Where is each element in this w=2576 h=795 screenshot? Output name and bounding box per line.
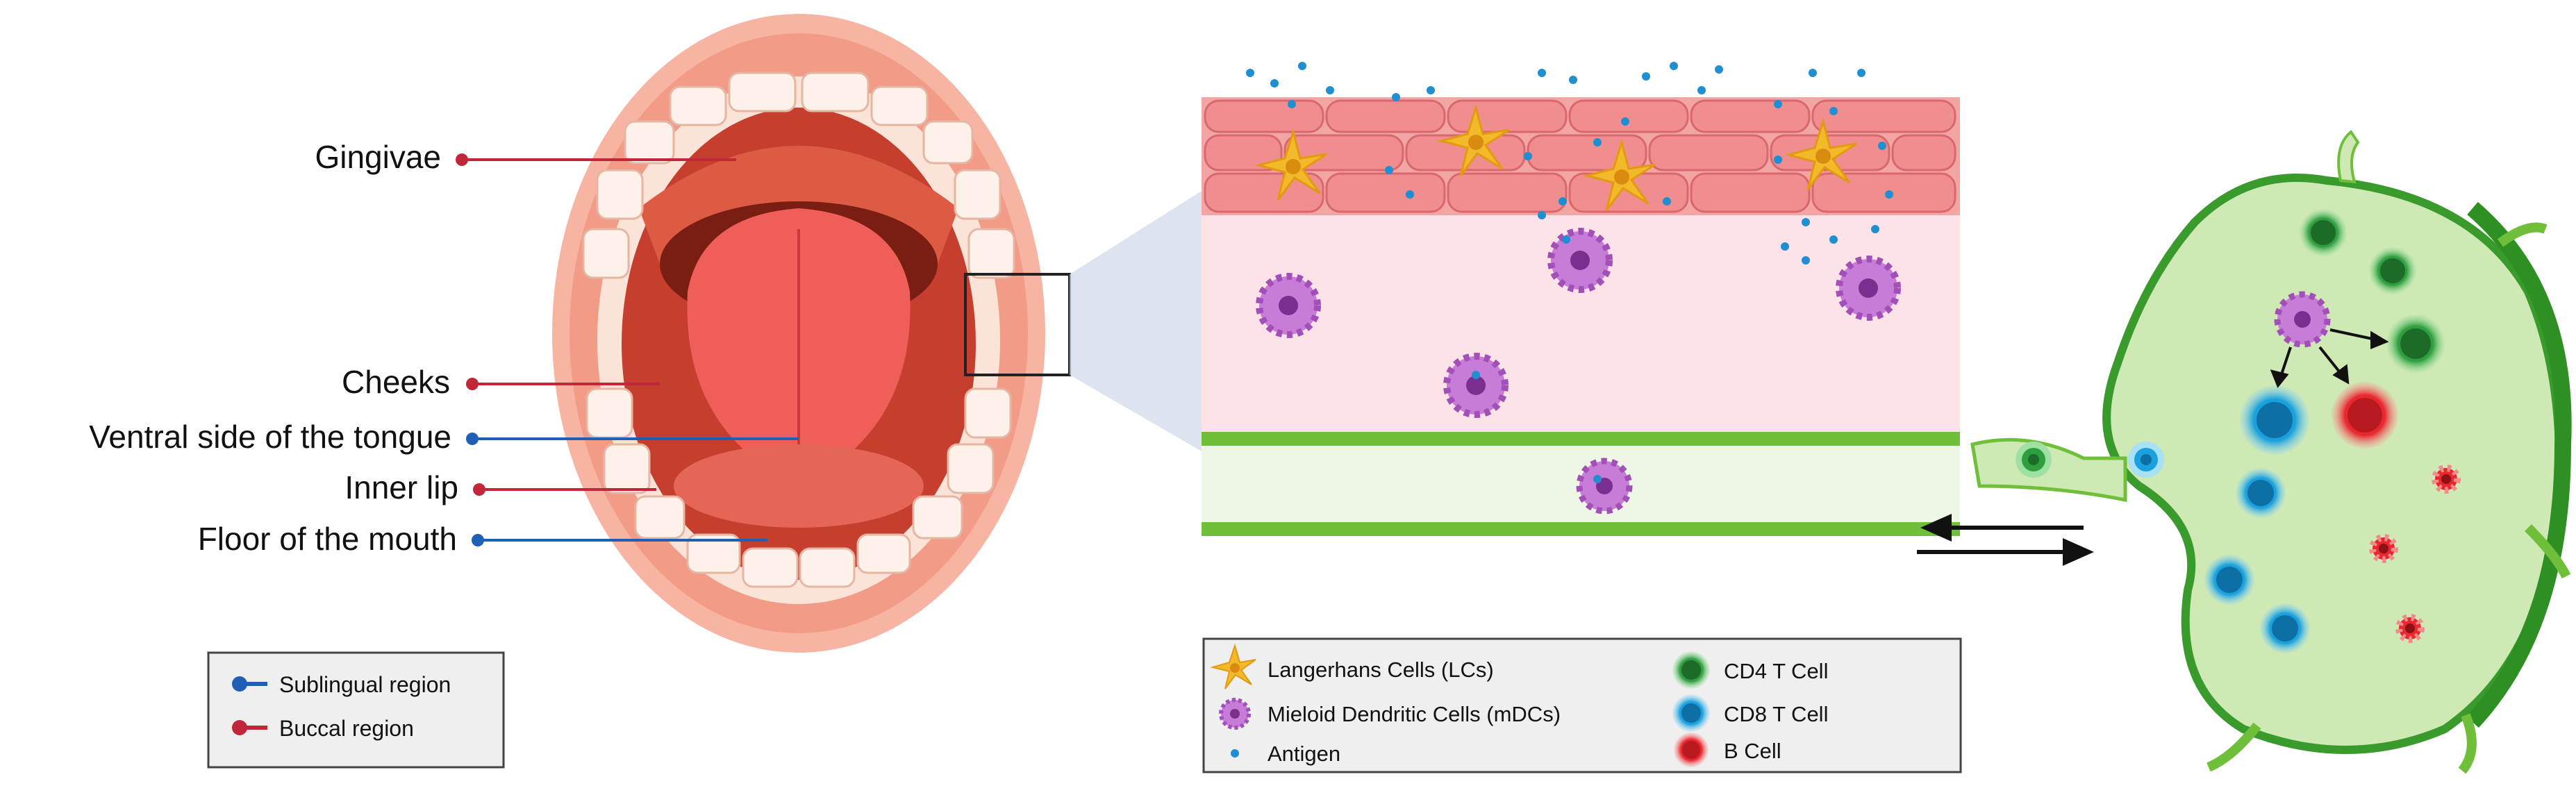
legend-cd4: CD4 T Cell	[1724, 659, 1828, 683]
cell-legend: Langerhans Cells (LCs) Mieloid Dendritic…	[1202, 637, 1962, 773]
label-ventral-tongue: Ventral side of the tongue	[89, 419, 451, 455]
label-gingivae: Gingivae	[315, 139, 441, 175]
migration-arrows	[1917, 514, 2094, 566]
mdc-cell	[1256, 273, 1321, 338]
legend-cd8: CD8 T Cell	[1724, 702, 1828, 726]
mouth-illustration	[552, 14, 1202, 653]
b-cell	[2332, 382, 2398, 449]
mdc-cell	[1576, 458, 1633, 514]
lymph-node	[1970, 130, 2572, 774]
cd4-t-cell	[2300, 209, 2347, 256]
lower-teeth	[585, 387, 1012, 588]
antigen-legend-icon	[1231, 749, 1239, 758]
mdc-cell	[2274, 291, 2331, 348]
antigen-dots	[1246, 62, 1893, 483]
mouth-labels: Gingivae Cheeks Ventral side of the tong…	[89, 139, 799, 557]
legend-mdc: Mieloid Dendritic Cells (mDCs)	[1268, 702, 1561, 726]
langerhans-cell	[1254, 128, 1327, 201]
mdc-cell	[1836, 256, 1901, 321]
label-inner-lip: Inner lip	[344, 469, 458, 505]
cd8-t-cell	[2204, 555, 2254, 605]
legend-bcell: B Cell	[1724, 739, 1781, 763]
cd8-legend-icon	[1672, 694, 1710, 732]
basement-band-top	[1202, 432, 1960, 446]
cd4-legend-icon	[1672, 651, 1710, 689]
cd4-t-cell	[2369, 247, 2416, 294]
buccal-legend-icon	[232, 720, 267, 735]
legend-sublingual: Sublingual region	[279, 672, 451, 697]
activated-b-cell	[2369, 534, 2398, 563]
cd8-t-cell	[2240, 385, 2309, 455]
cd8-t-cell	[2128, 442, 2164, 478]
label-cheeks: Cheeks	[342, 364, 450, 400]
langerhans-cell	[1437, 103, 1510, 176]
lymph-node-cells	[2016, 209, 2461, 653]
cd4-t-cell	[2016, 442, 2052, 478]
region-legend: Sublingual region Buccal region	[207, 651, 505, 769]
legend-antigen: Antigen	[1268, 742, 1340, 766]
bcell-legend-icon	[1674, 733, 1709, 767]
activated-b-cell	[2395, 614, 2425, 643]
upper-teeth	[582, 72, 1015, 279]
langerhans-cell	[1784, 117, 1857, 190]
basement-band-bottom	[1202, 522, 1960, 536]
langerhans-cells	[1254, 103, 1857, 211]
mdc-cell	[1443, 353, 1509, 418]
mdc-cells	[1256, 228, 1901, 514]
mdc-cell	[1547, 228, 1613, 293]
sublingual-legend-icon	[232, 676, 267, 692]
legend-buccal: Buccal region	[279, 716, 414, 741]
langerhans-cell	[1583, 138, 1656, 211]
cd4-t-cell	[2386, 315, 2445, 373]
activated-b-cell	[2432, 465, 2461, 494]
cd8-t-cell	[2260, 603, 2310, 653]
cd8-t-cell	[2236, 468, 2286, 518]
activation-arrows	[2270, 328, 2389, 388]
legend-langerhans: Langerhans Cells (LCs)	[1268, 658, 1494, 682]
langerhans-legend-icon	[1210, 643, 1256, 689]
mdc-legend-icon	[1219, 698, 1251, 730]
label-floor-mouth: Floor of the mouth	[198, 521, 457, 557]
zoom-connector	[1070, 191, 1202, 451]
